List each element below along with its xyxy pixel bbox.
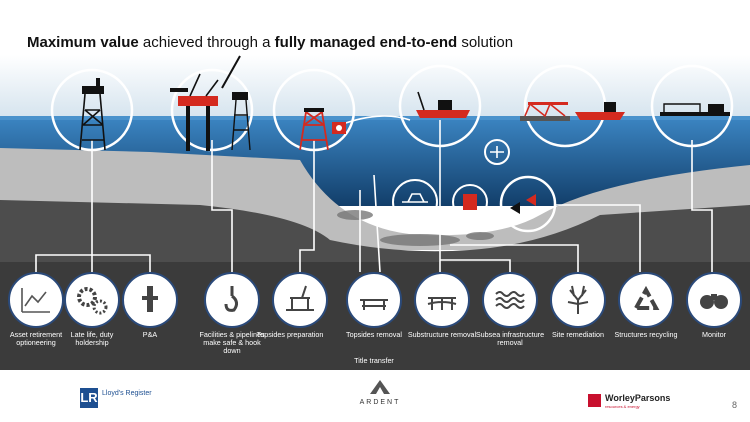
heavy-lift-vessel-icon <box>416 91 470 118</box>
subsea-circle-1 <box>392 179 438 225</box>
title-part-4: solution <box>457 34 514 51</box>
jacket-cut-icon <box>299 108 346 151</box>
title-part-2: achieved through a <box>138 34 275 51</box>
topsides-lift-icon <box>360 299 388 310</box>
chart-icon <box>21 288 50 313</box>
ardent-logo-text: ARDENT <box>359 399 401 406</box>
stage-label-late-life: Late life, duty holdership <box>70 330 114 347</box>
stage-circle-monitor <box>686 272 742 328</box>
upper-circle-5 <box>520 64 625 148</box>
fish-icon-2 <box>526 194 536 206</box>
stage-label-substructure-removal: Substructure removal <box>407 330 477 339</box>
ardent-mark-icon <box>370 380 390 394</box>
title-part-3: fully managed end-to-end <box>274 34 458 51</box>
title-part-1: Maximum value <box>27 34 139 51</box>
upper-circle-6 <box>650 64 734 148</box>
stage-circle-pa <box>122 272 178 328</box>
stage-circle-facilities <box>204 272 260 328</box>
coral-icon <box>567 285 589 314</box>
subsea-circle-2 <box>452 184 488 220</box>
upper-circle-1 <box>50 68 134 152</box>
stage-label-structures-recycling: Structures recycling <box>614 330 678 339</box>
ardent-logo: ARDENT <box>355 380 405 406</box>
wellhead-icon <box>142 286 158 312</box>
wp-logo-text: WorleyParsons <box>605 393 671 403</box>
subsea-circle-4 <box>499 175 557 233</box>
jacket-icon <box>427 297 457 310</box>
barge-transport-icon <box>520 102 625 121</box>
waves-icon <box>495 291 525 309</box>
subsea-circle-3 <box>484 139 510 165</box>
stage-circle-subsea-removal <box>482 272 538 328</box>
connector-lines <box>35 115 713 273</box>
sky-band <box>0 55 750 120</box>
stage-label-subsea-removal: Subsea infrastructure removal <box>475 330 545 347</box>
stage-circle-topsides-removal <box>346 272 402 328</box>
lr-mark-icon: LR <box>80 388 98 408</box>
stage-label-monitor: Monitor <box>702 330 726 339</box>
stage-label-pa: P&A <box>142 330 158 339</box>
subsea-structure-icon <box>402 193 428 209</box>
quayside-icon <box>660 103 730 116</box>
crane-boom-icon <box>221 55 241 89</box>
upper-circle-3 <box>272 68 356 152</box>
stage-label-topsides-prep: Topsides preparation <box>256 330 324 339</box>
crane-hook-icon <box>224 286 239 312</box>
binoculars-icon <box>700 294 728 309</box>
upper-circle-4 <box>398 64 482 148</box>
stage-circles <box>8 272 742 328</box>
stage-circle-structures-recycling <box>618 272 674 328</box>
subsea-module-icon <box>463 194 477 210</box>
stage-label-topsides-removal: Topsides removal <box>346 330 402 339</box>
jacket-platform-icon <box>79 78 106 151</box>
wp-logo-subtext: resources & energy <box>605 404 640 409</box>
stage-circle-asset-retirement <box>8 272 64 328</box>
stage-circle-topsides-prep <box>272 272 328 328</box>
footer: LR Lloyd's Register ARDENT WorleyParsons… <box>0 370 750 422</box>
platform-icon <box>286 285 314 311</box>
rov-icon <box>490 146 504 158</box>
wp-mark-icon <box>588 394 601 407</box>
stage-circle-substructure-removal <box>414 272 470 328</box>
slide-title: Maximum value achieved through a fully m… <box>27 34 513 51</box>
stage-label-site-remediation: Site remediation <box>552 330 604 339</box>
fish-icon <box>510 202 520 214</box>
page-number: 8 <box>732 400 738 410</box>
recycle-icon <box>632 285 660 310</box>
lr-logo-text: Lloyd's Register <box>102 390 152 397</box>
sea-surface <box>0 116 750 120</box>
stage-label-facilities: Facilities & pipelines make safe & hook … <box>199 330 265 355</box>
stage-circle-site-remediation <box>550 272 606 328</box>
stage-circle-late-life <box>64 272 120 328</box>
gears-icon <box>77 287 108 315</box>
semi-sub-rig-icon <box>170 73 251 151</box>
title-transfer-label: Title transfer <box>354 356 394 365</box>
stage-label-asset-retirement: Asset retirement optioneering <box>9 330 63 347</box>
upper-circle-2 <box>170 55 254 152</box>
